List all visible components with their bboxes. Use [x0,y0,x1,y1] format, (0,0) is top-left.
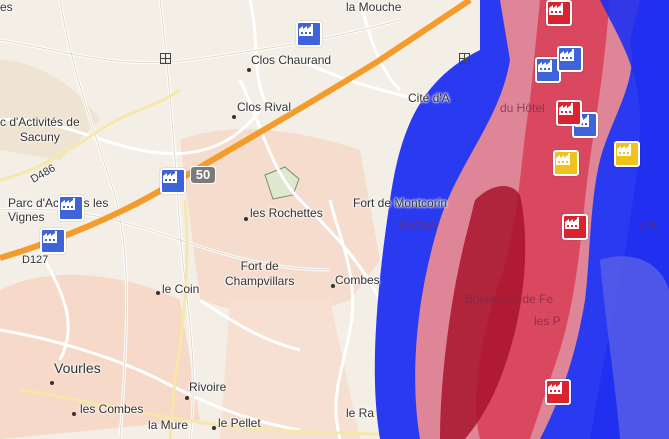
place-label: les Combes [80,402,144,416]
place-label: Combes [335,273,380,287]
place-label: les P [534,314,561,328]
place-dot [212,426,216,430]
place-label: le Coin [162,282,200,296]
factory-icon[interactable] [58,195,84,221]
factory-icon[interactable] [160,168,186,194]
place-label: Clos Rival [237,100,292,114]
place-label: Cité d'A [408,91,450,105]
place-label: du Hôtel [500,101,545,115]
factory-icon[interactable] [535,57,561,83]
place-dot [232,115,236,119]
place-label: le Pellet [218,416,261,430]
place-label: la Mouche [346,0,402,14]
factory-icon[interactable] [545,379,571,405]
place-label: les Rochettes [250,206,323,220]
place-label: la Mure [148,418,189,432]
place-dot [72,412,76,416]
place-label: es [0,0,13,14]
factory-icon[interactable] [557,46,583,72]
place-label: Clos Chaurand [251,53,332,67]
urban-area [0,60,100,160]
place-dot [50,381,54,385]
place-dot [156,291,160,295]
place-label: Vourles [54,360,101,376]
factory-icon[interactable] [562,214,588,240]
place-label: c d'Activités de Sacuny [0,115,80,144]
factory-icon[interactable] [296,21,322,47]
place-label: Boulevard de Fe [465,292,554,306]
grid-marker-icon [160,53,171,64]
place-dot [331,284,335,288]
factory-icon[interactable] [556,100,582,126]
factory-icon[interactable] [614,141,640,167]
factory-icon[interactable] [40,228,66,254]
road-shield-icon: 50 [190,166,216,184]
place-label: Rivoire [189,380,227,394]
road-label: D127 [22,254,49,266]
place-dot [247,68,251,72]
factory-icon[interactable] [553,150,579,176]
secondary-roads [0,88,401,439]
place-dot [185,396,189,400]
place-label: IRIGNY [398,219,440,233]
place-dot [244,217,248,221]
urban-area [180,129,380,314]
risk-zone-darkred [440,185,526,439]
place-label: le Ra [346,406,375,420]
factory-icon[interactable] [546,0,572,26]
place-label: Fort de Montcorin [353,196,448,210]
risk-zone-lavender [600,256,669,439]
grid-marker-icon [459,53,470,64]
place-label: Fort de Champvillars [225,259,295,288]
place-label: d'A [640,218,657,232]
road-outlines [0,0,401,439]
